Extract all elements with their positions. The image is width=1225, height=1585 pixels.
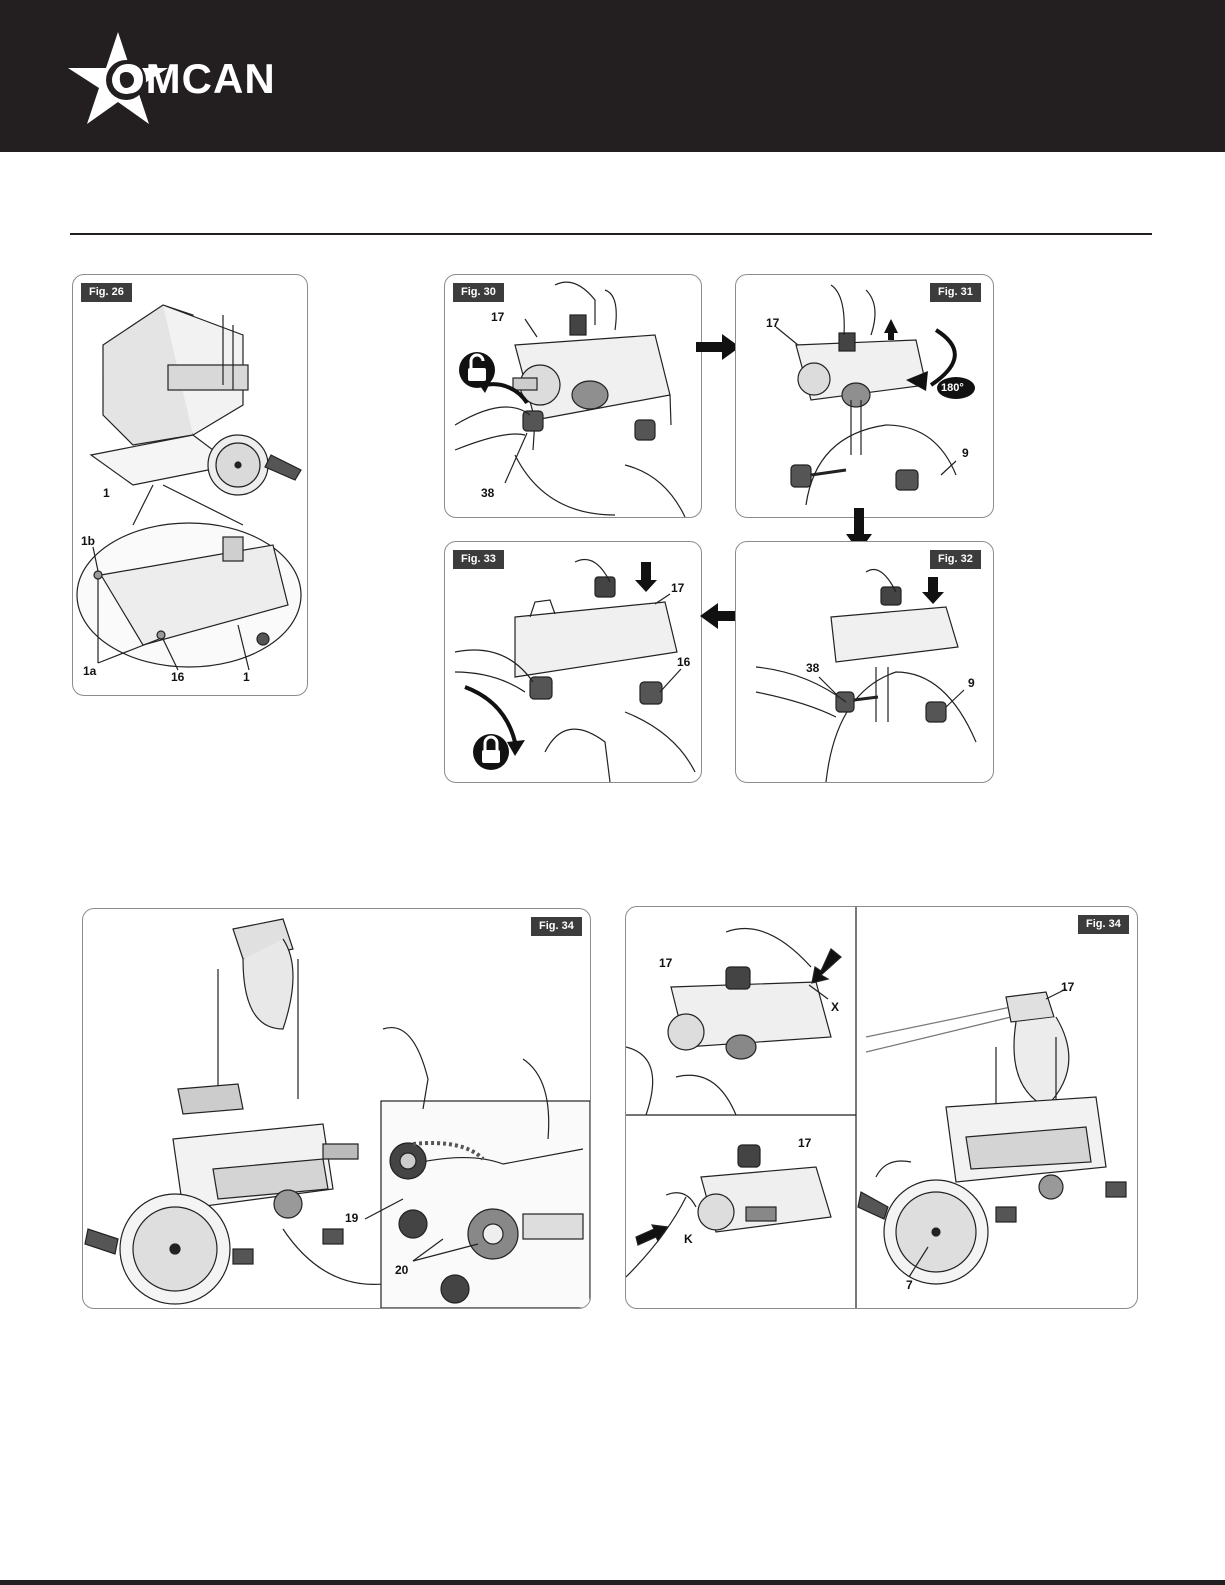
arrow-down-icon <box>922 577 944 604</box>
figure-30-panel: Fig. 30 17 38 <box>444 274 702 518</box>
figure-34-panel-left: Fig. 34 <box>82 908 591 1309</box>
callout-label: 17 <box>798 1137 811 1150</box>
figure-33-panel: Fig. 33 17 16 <box>444 541 702 783</box>
section-divider <box>70 233 1152 235</box>
sharpener-unlock-illustration <box>445 275 701 517</box>
footer-bar <box>0 1580 1225 1585</box>
callout-label: 38 <box>806 662 819 675</box>
arrow-right-icon <box>696 334 740 360</box>
callout-label: 16 <box>677 656 690 669</box>
callout-label: 19 <box>345 1212 358 1225</box>
callout-label: 9 <box>962 447 969 460</box>
callout-label: K <box>684 1233 693 1246</box>
sharpener-lock-illustration <box>445 542 701 782</box>
rotation-label: 180° <box>941 382 964 395</box>
page-header: OMCAN <box>0 0 1225 152</box>
slicer-base-illustration <box>73 275 307 695</box>
slicer-chain-illustration <box>83 909 590 1308</box>
callout-label: 20 <box>395 1264 408 1277</box>
arrow-up-icon <box>884 319 898 340</box>
figure-34-panel-right: Fig. 34 <box>625 906 1138 1309</box>
callout-label: 17 <box>671 582 684 595</box>
callout-label: 38 <box>481 487 494 500</box>
figure-26-panel: Fig. 26 <box>72 274 308 696</box>
callout-label: 17 <box>1061 981 1074 994</box>
callout-label: 17 <box>491 311 504 324</box>
arrow-down-icon <box>635 562 657 592</box>
callout-label: 17 <box>766 317 779 330</box>
callout-label: 1b <box>81 535 95 548</box>
callout-label: 7 <box>906 1279 913 1292</box>
unlock-icon <box>459 352 495 388</box>
callout-label: 9 <box>968 677 975 690</box>
callout-label: 16 <box>171 671 184 684</box>
lock-icon <box>473 734 509 770</box>
callout-label: 1a <box>83 665 96 678</box>
callout-label: 17 <box>659 957 672 970</box>
callout-label: X <box>831 1001 839 1014</box>
sharpener-release-illustration <box>626 907 1137 1308</box>
figure-31-panel: Fig. 31 180° 17 9 <box>735 274 994 518</box>
sharpener-lower-illustration <box>736 542 993 782</box>
callout-label: 1 <box>243 671 250 684</box>
brand-name: OMCAN <box>112 58 276 100</box>
sharpener-lift-rotate-illustration <box>736 275 993 517</box>
arrow-icon <box>812 949 841 983</box>
figure-32-panel: Fig. 32 38 9 <box>735 541 994 783</box>
callout-label: 1 <box>103 487 110 500</box>
